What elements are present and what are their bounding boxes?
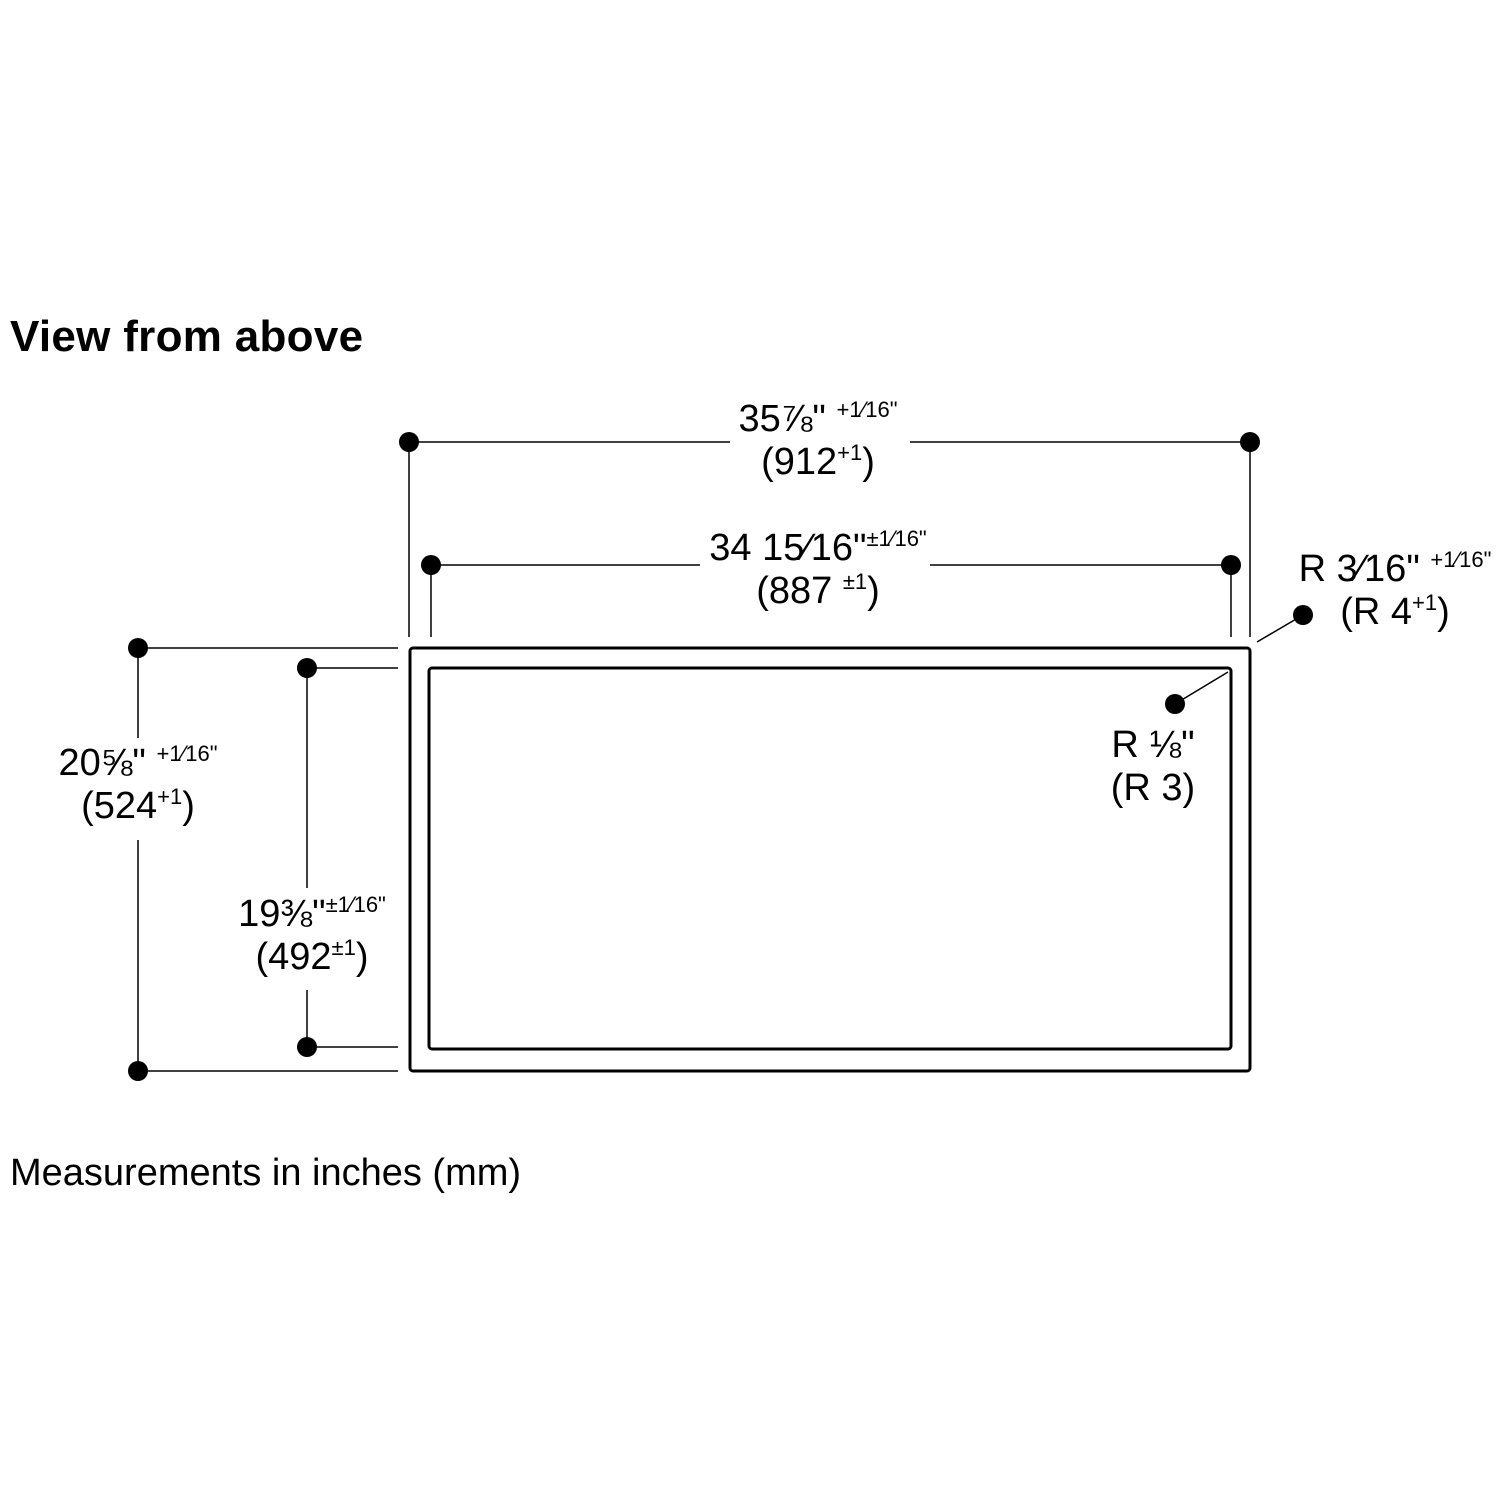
outer-radius-marker [1293,605,1313,625]
outer-depth-endpoint-top [128,638,148,658]
inner-width-endpoint-left [421,555,441,575]
inner-width-endpoint-right [1221,555,1241,575]
inner-radius-marker [1165,694,1185,714]
outer-depth-label: 20⅝" +1⁄16" (524+1) [58,741,218,827]
inner-depth-endpoint-bottom [297,1037,317,1057]
outer-width-label: 35⅞" +1⁄16" (912+1) [738,397,898,483]
inner-radius-label: R ⅛" (R 3) [1110,724,1196,809]
outer-width-endpoint-left [399,432,419,452]
inner-width-label: 34 15⁄16"±1⁄16" (887 ±1) [709,526,927,612]
inner-depth-label: 19⅜"±1⁄16" (492±1) [238,892,386,978]
outer-width-endpoint-right [1240,432,1260,452]
inner-radius-leader [1174,671,1229,705]
outer-depth-endpoint-bottom [128,1061,148,1081]
outer-cutout-outline [408,646,1252,1073]
outer-radius-label: R 3⁄16" +1⁄16" (R 4+1) [1298,547,1492,633]
inner-cutout-outline [427,666,1233,1051]
page-title: View from above [10,312,364,361]
measurement-units-note: Measurements in inches (mm) [10,1152,522,1194]
inner-depth-endpoint-top [297,658,317,678]
